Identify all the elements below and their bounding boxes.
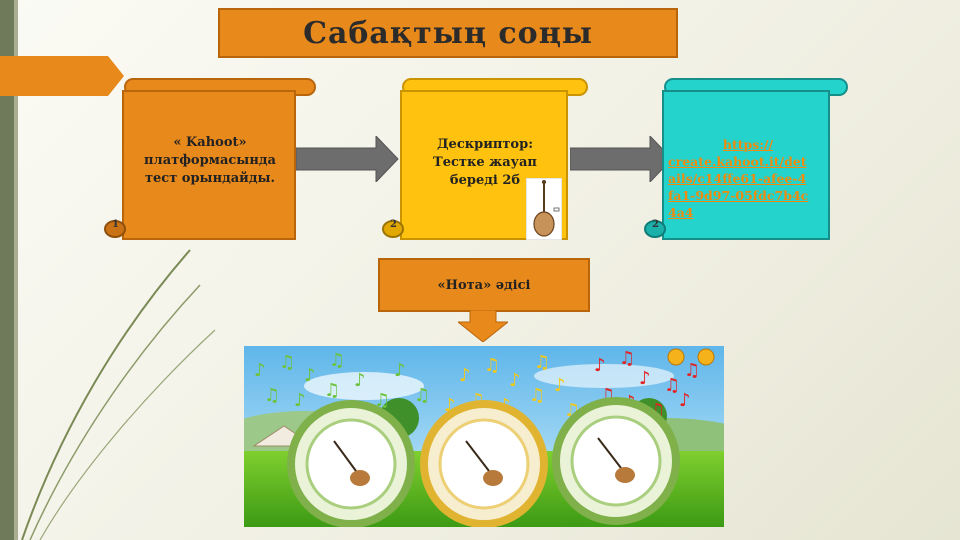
svg-text:♫: ♫ [684, 360, 700, 381]
right-arrow-1 [296, 136, 399, 182]
svg-text:♪: ♪ [594, 355, 606, 376]
svg-text:♫: ♫ [374, 390, 390, 411]
svg-text:♫: ♫ [619, 348, 635, 369]
svg-text:♪: ♪ [679, 390, 691, 411]
svg-text:♪: ♪ [254, 360, 266, 381]
link-line[interactable]: 4a4 [668, 205, 694, 220]
music-game-scene: ♪♫♪♫ ♫♪♫♪ ♫♪♪♫ ♪♫♪♫ ♫♪♫♪ ♪♫ ♪♫♪♫ ♫♪♫♪ ♫ [244, 346, 724, 527]
curve-line-3 [39, 329, 216, 540]
svg-text:♫: ♫ [534, 352, 550, 373]
title-banner: Сабақтың соңы [218, 8, 678, 58]
text-line: платформасында [144, 153, 276, 168]
scroll-body [662, 90, 830, 240]
text-line: тест орындайды. [144, 171, 276, 186]
medallion-green-2[interactable] [552, 397, 680, 525]
curve-line-2 [29, 284, 201, 540]
svg-text:♫: ♫ [329, 350, 345, 371]
svg-text:♪: ♪ [459, 365, 471, 386]
link-line[interactable]: fa1-9d97-05fdc7b4c [668, 188, 809, 203]
svg-text:♪: ♪ [294, 390, 306, 411]
svg-text:♪: ♪ [394, 360, 406, 381]
medallion-green[interactable] [287, 400, 415, 527]
left-decorative-strip [0, 0, 14, 540]
close-button-icon[interactable] [697, 348, 715, 366]
scroll-curl [104, 220, 126, 238]
down-arrow [458, 310, 508, 342]
scroll-box-kahoot: 1 « Kahoot» платформасында тест орындайд… [100, 74, 320, 244]
orange-arrow-tab [0, 56, 124, 96]
right-arrow-2 [570, 136, 673, 182]
link-line[interactable]: create.kahoot.it/det [668, 154, 807, 169]
svg-text:♪: ♪ [444, 395, 456, 416]
scroll-body [122, 90, 296, 240]
scroll-box-link: 2 https:// create.kahoot.it/det ails/c14… [640, 74, 852, 244]
kahoot-link[interactable]: https:// create.kahoot.it/det ails/c14ff… [668, 136, 828, 221]
text-line: береді 2б [449, 173, 521, 188]
page-title: Сабақтың соңы [303, 15, 593, 51]
svg-text:♫: ♫ [414, 385, 430, 406]
svg-text:♫: ♫ [529, 385, 545, 406]
link-line[interactable]: ails/c14ffe61-afee-4 [668, 171, 807, 186]
curl-number: 1 [112, 219, 119, 230]
curve-line-1 [21, 249, 191, 540]
curl-number: 2 [652, 219, 659, 230]
text-line: Тестке жауап [433, 155, 537, 170]
scroll-curl [382, 220, 404, 238]
svg-text:♪: ♪ [509, 370, 521, 391]
link-line[interactable]: https:// [722, 137, 774, 152]
svg-text:♪: ♪ [639, 368, 651, 389]
scroll-curl [644, 220, 666, 238]
svg-text:♫: ♫ [264, 385, 280, 406]
text-line: « Kahoot» [173, 135, 247, 150]
nota-method-box: «Нота» әдісі [378, 258, 590, 312]
svg-text:♫: ♫ [484, 355, 500, 376]
scroll-box-descriptor: 2 Дескриптор: Тестке жауап береді 2б [378, 74, 593, 244]
nota-method-label: «Нота» әдісі [437, 277, 531, 293]
svg-text:♪: ♪ [554, 375, 566, 396]
svg-text:♫: ♫ [279, 352, 295, 373]
arrow-button-icon[interactable] [667, 348, 685, 366]
svg-text:♫: ♫ [664, 375, 680, 396]
left-decorative-strip-inner [14, 0, 18, 540]
svg-text:♫: ♫ [324, 380, 340, 401]
curl-number: 2 [390, 219, 397, 230]
svg-text:♪: ♪ [304, 365, 316, 386]
medallion-yellow[interactable] [420, 400, 548, 527]
kahoot-description: « Kahoot» платформасында тест орындайды. [124, 134, 296, 188]
text-line: Дескриптор: [437, 137, 533, 152]
dombra-icon [526, 178, 562, 240]
svg-text:♪: ♪ [354, 370, 366, 391]
descriptor-text: Дескриптор: Тестке жауап береді 2б [402, 136, 568, 190]
